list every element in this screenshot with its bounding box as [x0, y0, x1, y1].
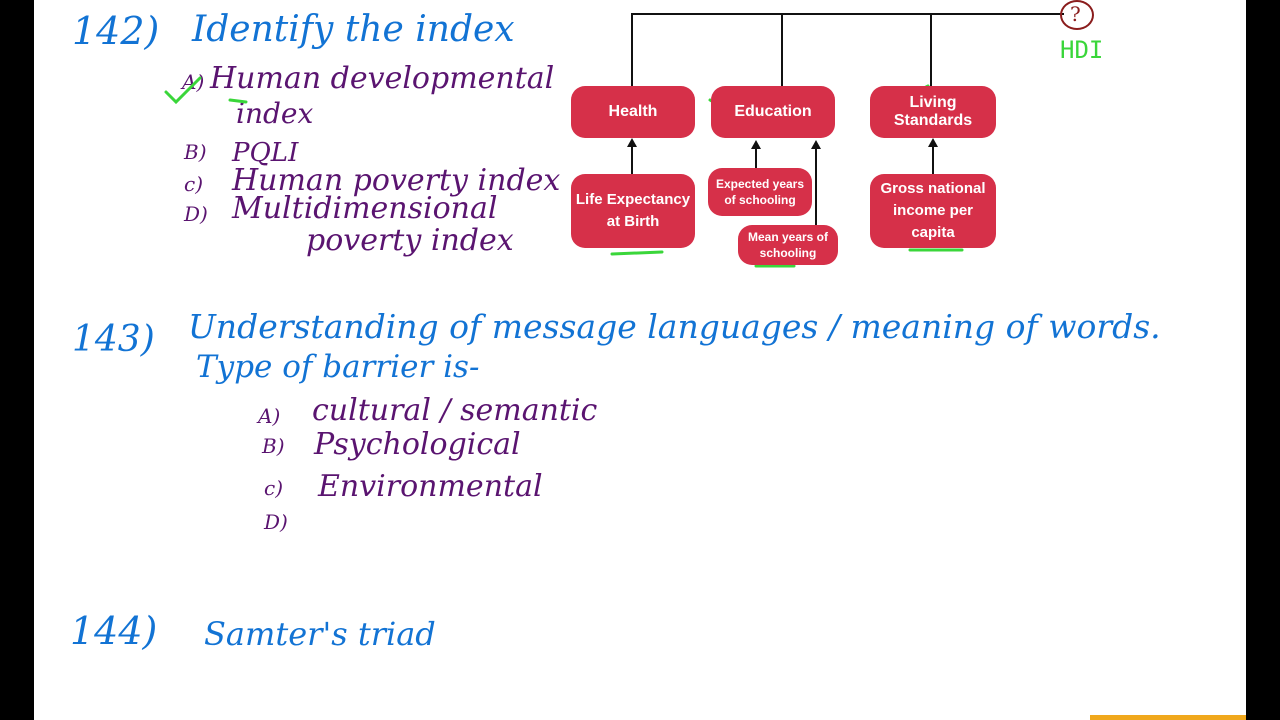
q143-option-b-letter: B) [262, 434, 285, 458]
whiteboard-page: 142) Identify the index A) Human develop… [34, 0, 1246, 720]
connector-top-bar [631, 13, 1064, 86]
q142-option-a-text2: index [236, 97, 314, 130]
q142-option-d-letter: D) [184, 202, 208, 226]
corner-logo-strip [1090, 715, 1246, 720]
box-health: Health [571, 86, 695, 138]
hdi-question-mark: ? [1070, 2, 1081, 26]
hdi-question-circle [1060, 0, 1094, 30]
q143-option-a-text: cultural / semantic [312, 393, 598, 428]
q143-question-line2: Type of barrier is- [196, 349, 480, 385]
box-life-expectancy: Life Expectancy at Birth [571, 174, 695, 248]
box-gni: Gross national income per capita [870, 174, 996, 248]
q142-option-b-text: PQLI [232, 138, 299, 168]
q144-question: Samter's triad [204, 615, 436, 653]
q142-option-b-letter: B) [184, 140, 207, 164]
q143-option-b-text: Psychological [314, 427, 521, 462]
q143-number: 143) [72, 319, 155, 360]
q142-number: 142) [72, 9, 160, 53]
q142-option-d-text: Multidimensional [232, 191, 498, 226]
q143-option-c-text: Environmental [318, 469, 543, 504]
q142-option-c-text: Human poverty index [232, 163, 561, 198]
q143-question-line1: Understanding of message languages / mea… [188, 307, 1161, 346]
box-education: Education [711, 86, 835, 138]
q144-number: 144) [70, 609, 158, 653]
box-mean-years: Mean years of schooling [738, 225, 838, 265]
q143-option-c-letter: c) [264, 476, 284, 500]
q142-option-d-text2: poverty index [306, 223, 514, 258]
q142-option-c-letter: c) [184, 172, 204, 196]
hdi-label: HDI [1060, 36, 1104, 64]
box-expected-years: Expected years of schooling [708, 168, 812, 216]
q142-option-a-text: Human developmental [210, 61, 555, 96]
tick-option-a [164, 76, 202, 105]
q142-question: Identify the index [192, 9, 515, 50]
box-living-standards: Living Standards [870, 86, 996, 138]
q143-option-a-letter: A) [258, 404, 281, 428]
q143-option-d-letter: D) [264, 510, 288, 534]
q142-option-a-letter: A) [182, 70, 205, 94]
